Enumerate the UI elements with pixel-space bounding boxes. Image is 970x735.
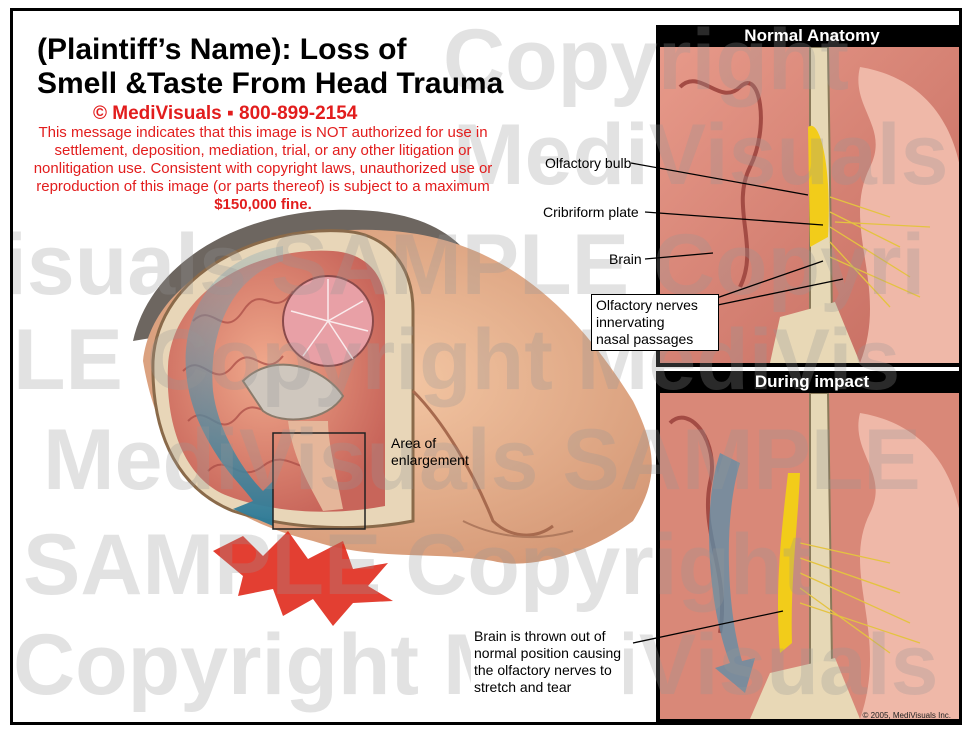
olfactory-bulb-label: Olfactory bulb: [545, 155, 631, 171]
illustration-frame: Copyright MediVisuals isuals SAMPLE Copy…: [10, 8, 962, 725]
image-copyright: © 2005, MediVisuals Inc.: [863, 711, 951, 720]
olfactory-nerves-label: Olfactory nerves innervating nasal passa…: [591, 294, 719, 351]
brain-label: Brain: [609, 251, 642, 267]
cribriform-plate-label: Cribriform plate: [543, 204, 639, 220]
brain-thrown-caption: Brain is thrown out of normal position c…: [471, 627, 624, 697]
label-leader-lines: [13, 11, 962, 725]
area-of-enlargement-label: Area of enlargement: [391, 435, 469, 469]
